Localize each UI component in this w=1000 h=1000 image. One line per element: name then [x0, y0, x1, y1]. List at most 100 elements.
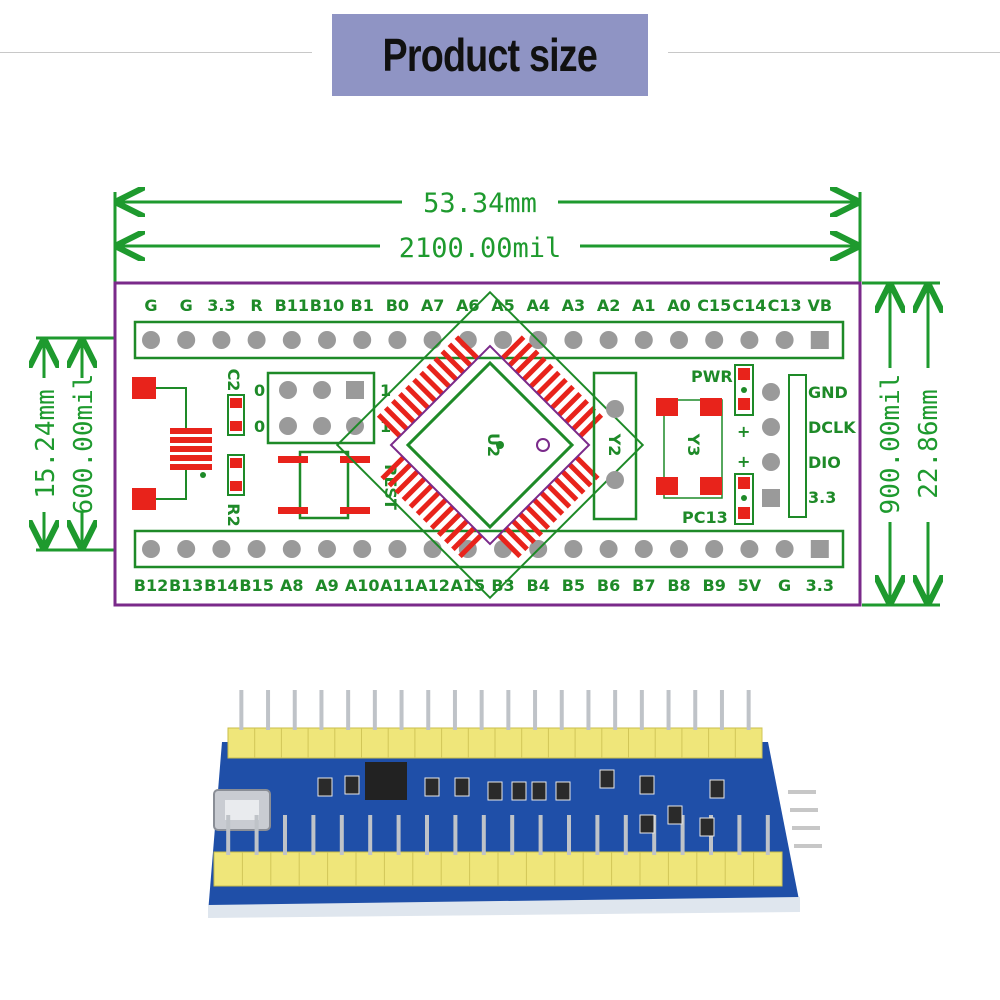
photo-header-pin — [254, 815, 259, 855]
photo-header-pin — [680, 815, 685, 855]
mcu-pin — [376, 413, 402, 438]
photo-header-pin — [479, 690, 484, 730]
photo-header-pin — [339, 815, 344, 855]
bottom-pin — [177, 540, 196, 558]
photo-header-pin — [399, 690, 404, 730]
photo-header-pin — [452, 690, 457, 730]
mcu-pin — [380, 455, 406, 481]
photo-header-pin — [719, 690, 724, 730]
mcu-pin — [419, 370, 445, 396]
mcu-u2 — [335, 290, 645, 600]
top-pin — [318, 331, 336, 349]
board-dimension-diagram: 53.34mm 2100.00mil 15.24mm 600.00mil 900… — [0, 0, 944, 607]
photo-smd-part — [639, 814, 655, 834]
photo-smd-part — [699, 817, 715, 837]
bottom-pin-label: A15 — [450, 576, 485, 595]
top-pin-label: A0 — [667, 296, 691, 315]
mcu-pin1-dot — [496, 441, 504, 449]
bottom-pin-label: G — [778, 576, 791, 595]
title-rule-left — [0, 52, 312, 53]
top-pin — [282, 331, 301, 349]
reset-button — [278, 450, 370, 520]
y2-label: Y2 — [605, 433, 624, 457]
top-pin — [177, 331, 196, 349]
swd-label-dio: DIO — [808, 453, 841, 472]
photo-smd-part — [709, 779, 725, 799]
mcu-pin — [447, 342, 473, 368]
bottom-pin-label: 3.3 — [806, 576, 834, 595]
mcu-pin — [557, 391, 582, 417]
bottom-pin — [142, 540, 160, 558]
top-pin-label: VB — [808, 296, 833, 315]
height-mil-right-label: 900.00mil — [876, 374, 906, 515]
jumper-label-1-bottom: 1 — [380, 417, 391, 436]
title-rule-right — [668, 52, 1000, 53]
bottom-pin — [423, 540, 442, 558]
bottom-pin — [282, 540, 301, 558]
bottom-pin-label: A9 — [315, 576, 339, 595]
y3-label: Y3 — [684, 433, 703, 457]
mcu-pin — [507, 342, 533, 368]
bottom-pin — [599, 540, 618, 558]
bottom-pin-label: A10 — [345, 576, 380, 595]
swd-header — [762, 374, 807, 518]
photo-header-pin — [538, 815, 543, 855]
photo-smd-part — [511, 781, 527, 801]
crystal-y2 — [592, 371, 638, 521]
mcu-pin — [564, 399, 589, 424]
pc13-plus: + — [737, 452, 750, 471]
top-pin-label: B10 — [310, 296, 344, 315]
mcu-pin — [408, 483, 434, 509]
top-header-pins — [142, 331, 829, 349]
photo-header-pin — [481, 815, 486, 855]
mcu-pin — [500, 335, 526, 361]
r2-label: R2 — [224, 503, 243, 526]
top-pin — [247, 331, 266, 349]
bottom-pin — [564, 540, 583, 558]
bottom-pin — [670, 540, 688, 558]
mcu-pin — [383, 406, 409, 431]
photo-header-pin — [666, 690, 671, 730]
photo-header-pin — [426, 690, 431, 730]
mcu-pin — [553, 476, 579, 502]
bottom-pin-label: B9 — [703, 576, 726, 595]
mcu-pin — [444, 519, 469, 544]
mcu-pin — [546, 483, 572, 509]
mcu-pin — [521, 356, 547, 382]
photo-smd-part — [599, 769, 615, 789]
pc13-led — [734, 473, 754, 525]
mcu-pin — [412, 377, 437, 403]
mcu-pin — [578, 413, 604, 438]
bottom-pin-label: B6 — [597, 576, 620, 595]
top-pin — [740, 331, 759, 349]
photo-smd-part — [639, 775, 655, 795]
photo-header-pin — [319, 690, 324, 730]
bottom-pin-label: B4 — [527, 576, 550, 595]
mcu-pin — [539, 490, 565, 516]
photo-header-pin — [737, 815, 742, 855]
top-pin-label: A1 — [632, 296, 656, 315]
top-pin — [388, 331, 407, 349]
photo-header-pin — [368, 815, 373, 855]
photo-header-pin — [346, 690, 351, 730]
photo-header-pin — [283, 815, 287, 855]
bottom-header-pins — [142, 540, 829, 558]
photo-smd-part — [344, 775, 360, 795]
photo-smd-part — [454, 777, 470, 797]
mcu-pin — [535, 370, 561, 396]
top-pin — [212, 331, 231, 349]
bottom-pin-label: B15 — [239, 576, 273, 595]
width-mil-label: 2100.00mil — [399, 233, 562, 264]
photo-header-pin — [226, 815, 231, 855]
top-pin — [494, 331, 512, 349]
mcu-corner-mark — [536, 438, 550, 452]
title-banner: Product size — [332, 14, 648, 96]
top-pin — [353, 331, 372, 349]
mcu-pin — [532, 498, 558, 523]
c2-label: C2 — [224, 369, 243, 392]
photo-smd-part — [487, 781, 503, 801]
mcu-pin — [398, 391, 423, 417]
photo-header-strip — [213, 851, 783, 887]
bottom-pin-label: A11 — [380, 576, 415, 595]
